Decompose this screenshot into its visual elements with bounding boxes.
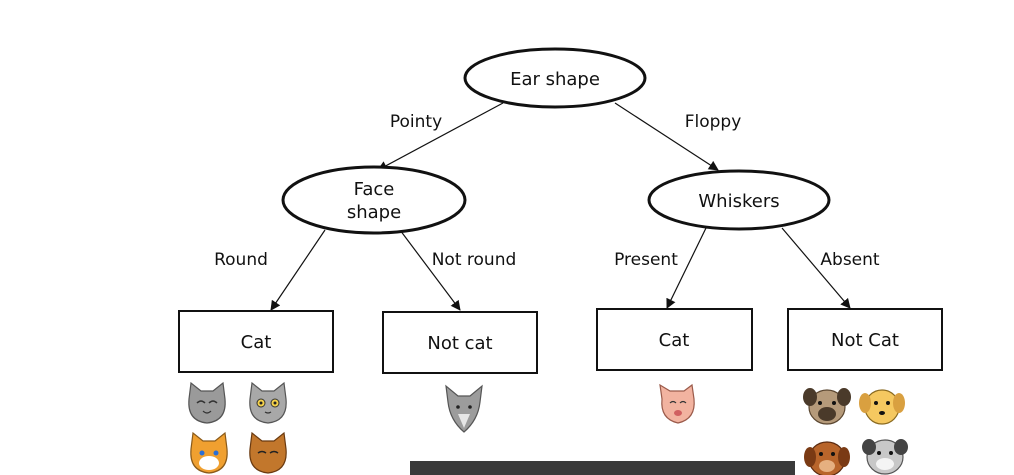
gray-cat-face-icon xyxy=(249,381,287,424)
brown-cat-face-icon xyxy=(249,431,287,474)
leaf-not-cat-left-label: Not cat xyxy=(427,333,492,354)
edge-label-absent: Absent xyxy=(820,250,880,270)
leaf-cat-left: Cat xyxy=(178,310,334,373)
node-face-shape-label-line1: Face xyxy=(354,179,395,200)
leaf-cat-right: Cat xyxy=(596,308,753,371)
brown-dog-face-icon xyxy=(804,441,850,475)
edge-round xyxy=(270,229,326,311)
edge-label-not-round: Not round xyxy=(432,250,517,270)
edge-label-present: Present xyxy=(614,250,678,270)
leaf-not-cat-right-label: Not Cat xyxy=(831,330,899,351)
orange-cat-face-icon xyxy=(190,431,228,474)
edge-label-round: Round xyxy=(214,250,268,270)
gray-cat-face-icon xyxy=(188,381,226,424)
leaf-not-cat-left: Not cat xyxy=(382,311,538,374)
gray-dog-face-icon xyxy=(862,439,908,475)
edge-not-round xyxy=(399,229,461,311)
pug-dog-face-icon xyxy=(803,388,851,425)
pink-cat-face-icon xyxy=(659,383,695,424)
node-face-shape-label-line2: shape xyxy=(347,202,401,223)
node-ear-shape-label: Ear shape xyxy=(510,69,600,90)
edge-floppy xyxy=(614,102,719,171)
yellow-dog-face-icon xyxy=(859,389,905,425)
node-ear-shape: Ear shape xyxy=(463,47,647,109)
edge-pointy xyxy=(377,102,504,171)
gray-wolf-face-icon xyxy=(445,384,483,433)
subtitle-caption-bar xyxy=(410,461,795,475)
node-face-shape: Face shape xyxy=(281,165,467,235)
edge-label-pointy: Pointy xyxy=(390,112,442,132)
edge-absent xyxy=(781,227,851,309)
leaf-not-cat-right: Not Cat xyxy=(787,308,943,371)
node-whiskers: Whiskers xyxy=(647,169,831,231)
edge-present xyxy=(666,227,707,309)
leaf-cat-left-label: Cat xyxy=(241,332,272,353)
node-whiskers-label: Whiskers xyxy=(698,191,779,212)
leaf-cat-right-label: Cat xyxy=(659,330,690,351)
edge-label-floppy: Floppy xyxy=(685,112,742,132)
